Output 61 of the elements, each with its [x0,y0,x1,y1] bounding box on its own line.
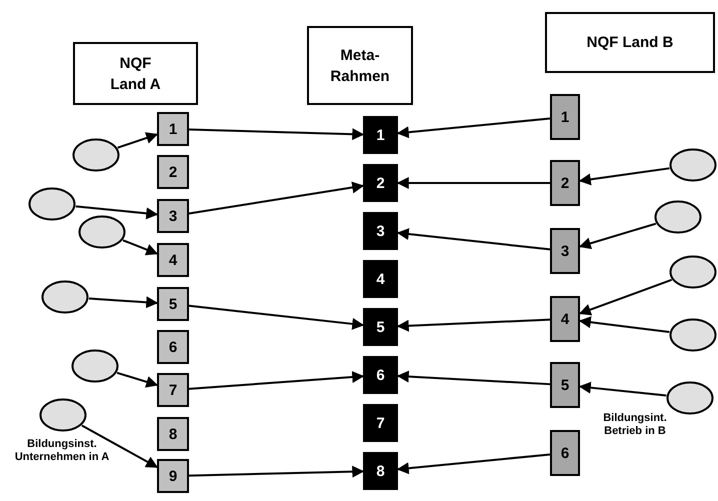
institution-oval [669,255,717,289]
institution-oval [666,381,714,415]
meta-level-box: 2 [363,164,398,202]
institution-oval [669,318,717,352]
arrow [116,372,158,388]
arrow [122,239,158,256]
meta-level-box: 6 [363,356,398,394]
institution-oval [72,138,120,172]
arrow [188,466,364,478]
arrow [396,453,550,474]
level-box: 6 [157,330,189,364]
arrow [578,382,666,397]
column-header: Meta- Rahmen [307,26,413,105]
column-header: NQF Land A [73,42,198,105]
arrow [188,304,364,330]
level-box: 5 [550,362,580,408]
level-box: 7 [157,373,189,407]
level-box: 9 [157,459,189,493]
level-box: 3 [157,199,189,233]
level-box: 4 [157,243,189,277]
level-box: 3 [550,228,580,274]
arrow [396,370,550,386]
level-box: 2 [550,160,580,206]
level-box: 1 [157,112,189,146]
arrow [188,182,364,214]
meta-level-box: 1 [363,116,398,154]
level-box: 6 [550,430,580,476]
arrow [578,316,670,334]
arrow [396,318,550,332]
level-box: 8 [157,417,189,451]
meta-level-box: 3 [363,212,398,250]
arrow [578,278,672,316]
institution-oval [78,215,126,249]
meta-level-box: 8 [363,452,398,490]
institution-oval [654,200,702,234]
arrow [76,205,158,220]
meta-level-box: 5 [363,308,398,346]
caption-text: Bildungsint. Betrieb in B [602,412,668,438]
arrow [396,117,550,138]
institution-oval [41,280,89,314]
arrow [396,177,550,189]
institution-oval [669,148,717,182]
caption-text: Bildungsinst. Unternehmen in A [14,438,110,464]
arrow [81,424,158,468]
arrow [117,132,158,149]
arrow [578,222,656,250]
level-box: 5 [157,287,189,321]
arrow [88,296,158,308]
arrow [396,228,550,250]
institution-oval [39,398,87,432]
institution-oval [71,349,119,383]
meta-level-box: 4 [363,260,398,298]
level-box: 4 [550,296,580,342]
level-box: 1 [550,94,580,140]
meta-level-box: 7 [363,404,398,442]
institution-oval [28,187,76,221]
level-box: 2 [157,155,189,189]
arrow [578,167,670,186]
column-header: NQF Land B [545,12,715,73]
arrow [188,371,364,390]
arrow [188,128,364,140]
